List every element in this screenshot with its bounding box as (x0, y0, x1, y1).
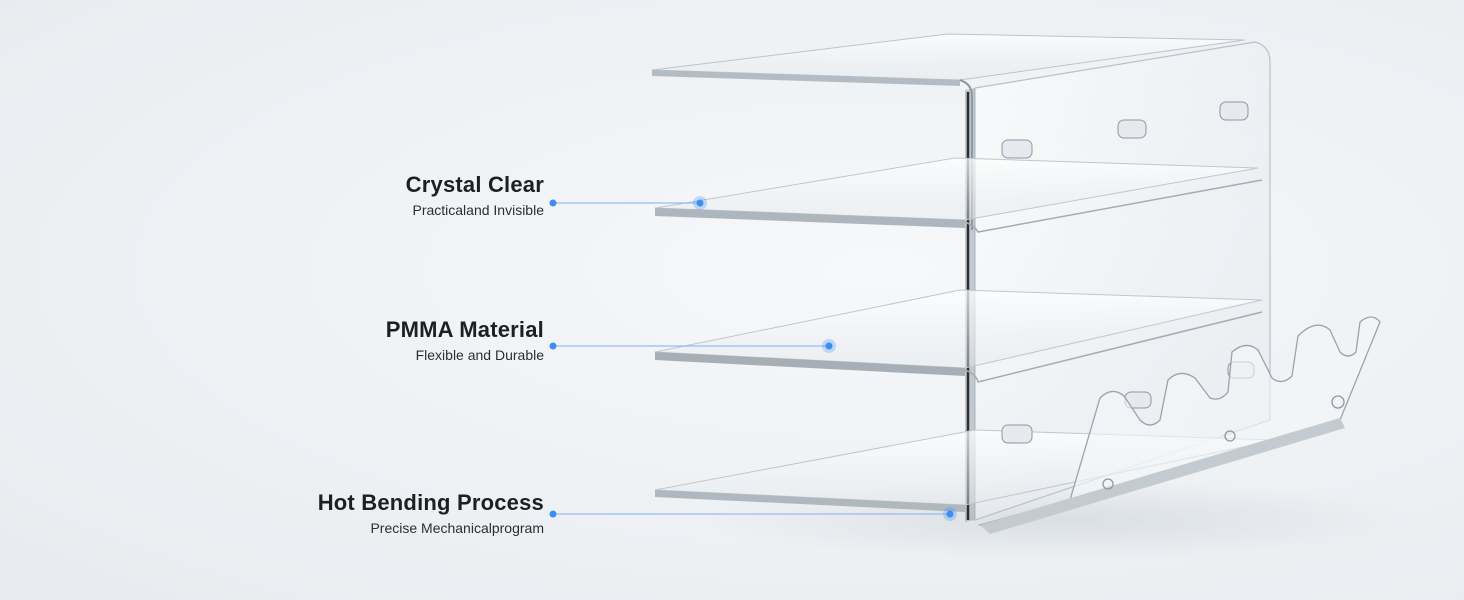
front-holder (977, 316, 1381, 534)
feature-title: PMMA Material (385, 317, 544, 342)
callout-crystal-clear (549, 196, 707, 210)
feature-subtitle: Precise Mechanicalprogram (370, 520, 544, 536)
upper-middle-shelf (654, 157, 1263, 233)
feature-crystal-clear: Crystal Clear Practicaland Invisible (406, 172, 544, 218)
callout-hot-bending-process (549, 507, 957, 521)
feature-subtitle: Flexible and Durable (415, 347, 544, 363)
top-shelf (651, 33, 1246, 230)
feature-pmma-material: PMMA Material Flexible and Durable (386, 317, 544, 363)
callout-pmma-material (549, 339, 836, 353)
feature-title: Crystal Clear (405, 172, 544, 197)
feature-subtitle: Practicaland Invisible (412, 202, 544, 218)
feature-hot-bending-process: Hot Bending Process Precise Mechanicalpr… (318, 490, 544, 536)
lower-middle-shelf (654, 289, 1263, 383)
feature-title: Hot Bending Process (317, 490, 544, 515)
